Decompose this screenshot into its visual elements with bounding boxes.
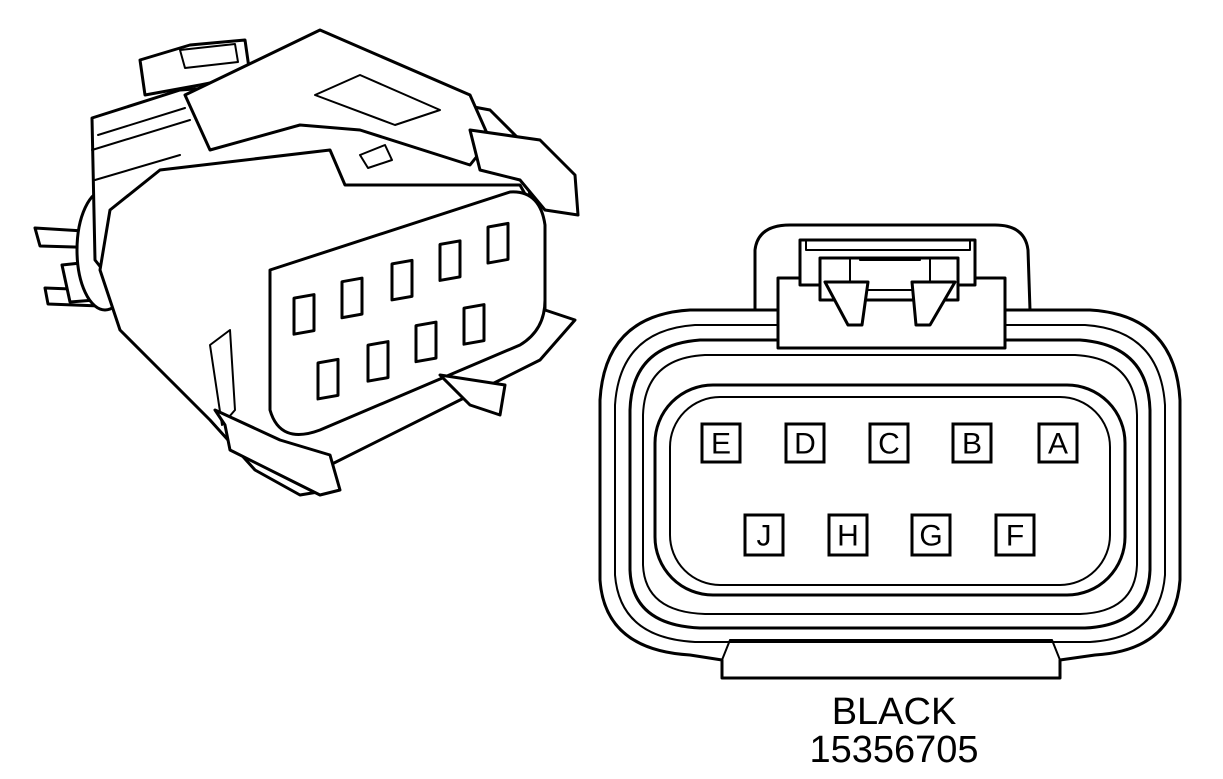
- seal-ring: [628, 338, 1152, 630]
- pin-cell: [784, 422, 826, 464]
- pin-cell: [743, 513, 785, 557]
- pin-label-a: A: [1048, 428, 1068, 461]
- pin-row-bottom: J H G F: [743, 513, 1036, 557]
- pin-cell: [910, 513, 952, 557]
- cavity: [414, 320, 438, 364]
- pin-row-top: E D C B A: [700, 422, 1079, 464]
- pin-label-j: J: [757, 520, 772, 553]
- pin-label-h: H: [837, 520, 859, 553]
- cavity: [438, 239, 462, 282]
- pin-cell: [827, 513, 869, 557]
- pin-label-g: G: [919, 520, 942, 553]
- connector-part-number: 15356705: [809, 729, 978, 771]
- latch-hook-right: [910, 280, 957, 327]
- pin-label-d: D: [794, 428, 816, 461]
- cavity: [366, 340, 390, 383]
- pin-label-e: E: [711, 428, 731, 461]
- cavity: [486, 221, 510, 265]
- pin-label-f: F: [1006, 520, 1024, 553]
- connector-color-label: BLACK: [832, 691, 957, 733]
- pin-cell: [1037, 422, 1079, 464]
- side-ear: [468, 128, 580, 217]
- latch-hook-left: [823, 280, 870, 327]
- cavity-row-top: [292, 221, 510, 336]
- inner-face: [653, 383, 1127, 597]
- lower-rib: [438, 373, 507, 417]
- cavity-row-bottom: [316, 303, 486, 401]
- connector-front-view: E D C B A J H G F: [598, 223, 1182, 680]
- cavity: [462, 303, 486, 346]
- pin-label-b: B: [962, 428, 982, 461]
- lower-skirt: [213, 408, 342, 497]
- pin-cell: [700, 422, 742, 464]
- pin-cell: [951, 422, 993, 464]
- pin-cell: [868, 422, 910, 464]
- cavity: [316, 357, 340, 401]
- cavity: [340, 276, 364, 320]
- pin-cell: [994, 513, 1036, 557]
- cavity: [292, 293, 316, 336]
- top-housing: [183, 28, 492, 167]
- connector-isometric-view: [33, 28, 580, 497]
- cavity: [390, 258, 414, 302]
- pin-label-c: C: [878, 428, 900, 461]
